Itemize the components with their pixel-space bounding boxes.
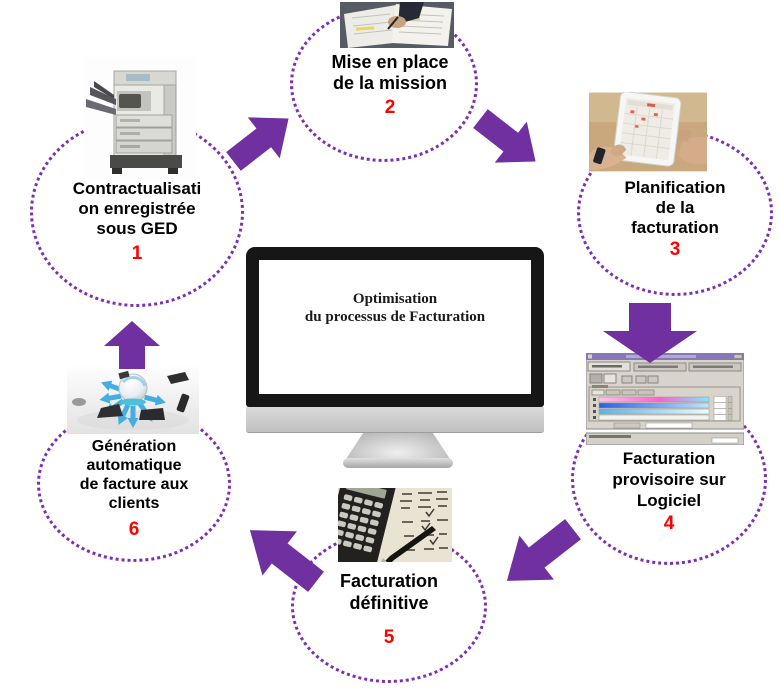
arrow-step2-to-step3-icon — [464, 98, 551, 182]
step-6-label: Génération automatique de facture aux cl… — [79, 438, 189, 512]
printer-photo — [84, 57, 196, 179]
arrow-step4-to-step5-icon — [490, 507, 591, 603]
step-2-label: Mise en place de la mission — [331, 52, 449, 93]
screen-title-line1: Optimisation — [352, 291, 438, 307]
step-5-label: Facturation définitive — [339, 571, 438, 613]
step-2-number: 2 — [384, 97, 396, 118]
arrow-step3-to-step4-icon — [603, 303, 697, 363]
monitor-chin — [246, 407, 544, 433]
step-5-number: 5 — [383, 627, 395, 648]
step-6-number: 6 — [128, 519, 140, 540]
step-4-number: 4 — [663, 513, 675, 534]
step-1-number: 1 — [131, 243, 143, 264]
step-3-label: Planification de la facturation — [624, 178, 726, 237]
billing-software-screenshot — [586, 353, 744, 445]
step-1-label: Contractualisati on enregistrée sous GED — [72, 179, 202, 238]
invoice-distribution-photo — [67, 364, 199, 434]
screen-title-line2: du processus de Facturation — [304, 309, 486, 325]
monitor-stand-neck — [346, 433, 450, 459]
step-4-label: Facturation provisoire sur Logiciel — [612, 449, 726, 510]
signing-documents-photo — [340, 2, 454, 48]
central-monitor: Optimisation du processus de Facturation — [246, 247, 544, 477]
monitor-bezel: Optimisation du processus de Facturation — [246, 247, 544, 407]
arrow-step5-to-step6-icon — [233, 508, 334, 604]
tablet-calendar-photo — [589, 92, 707, 172]
arrow-step6-to-step1-icon — [104, 321, 160, 369]
step-3-number: 3 — [669, 239, 681, 260]
monitor-screen: Optimisation du processus de Facturation — [259, 260, 531, 394]
monitor-stand-base — [343, 458, 453, 468]
arrow-step1-to-step2-icon — [217, 98, 304, 182]
calculator-invoice-photo — [338, 488, 452, 562]
